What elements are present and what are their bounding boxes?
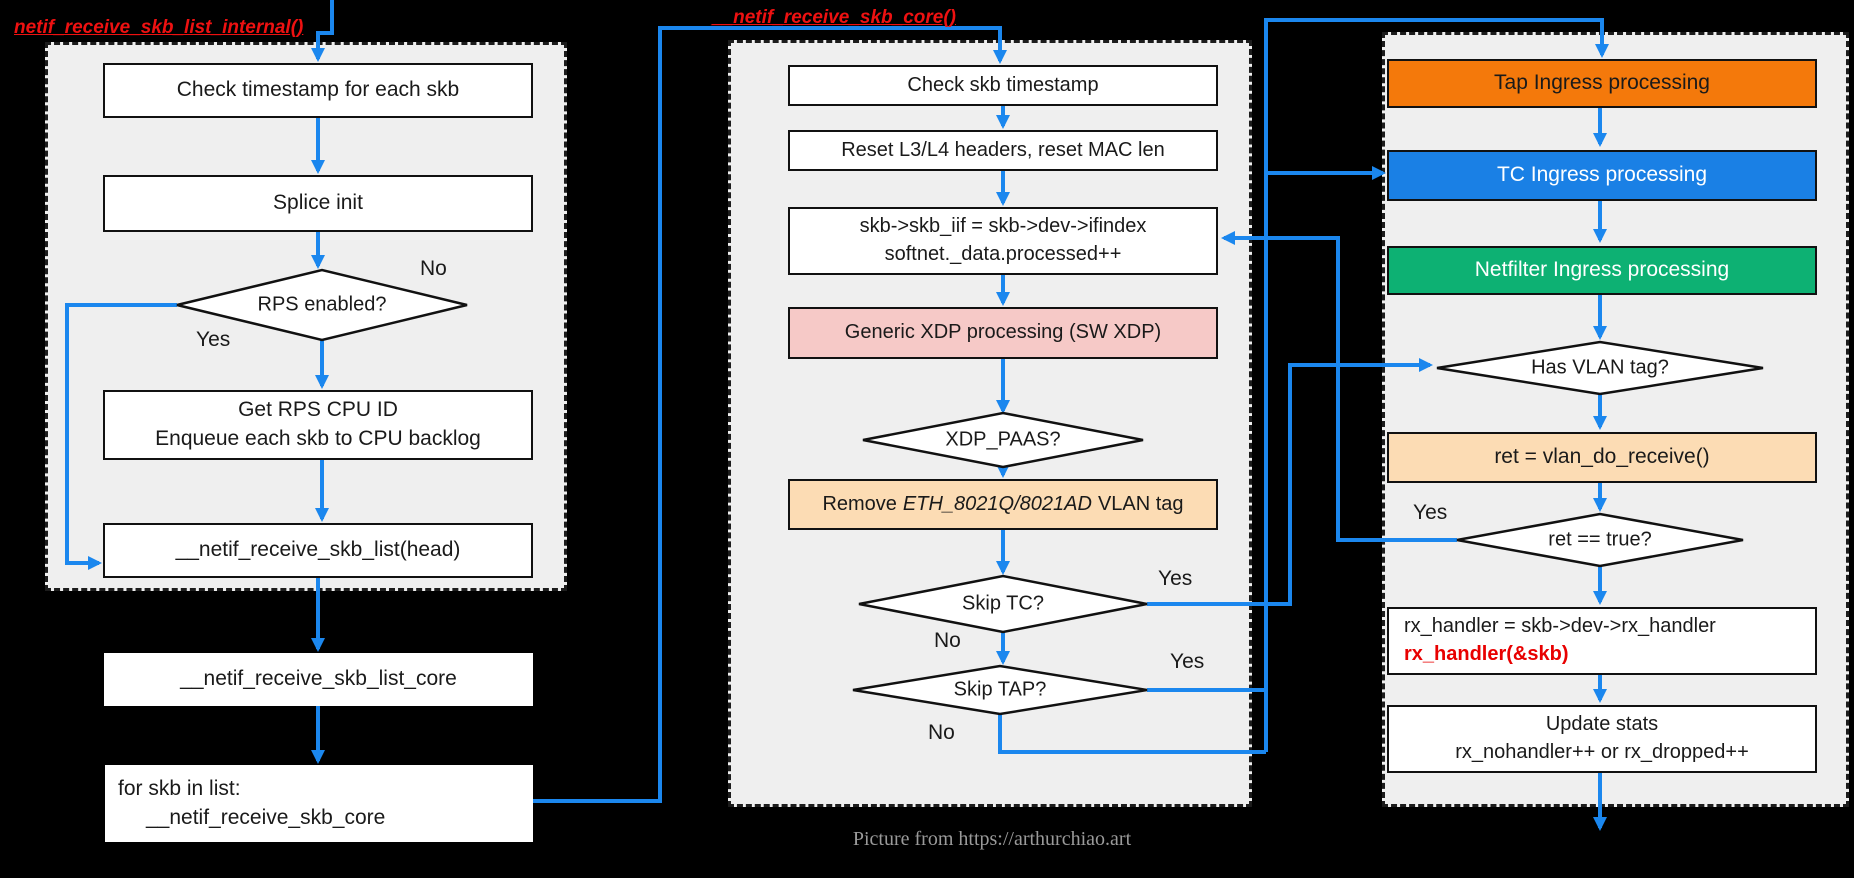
node-reset-headers: Reset L3/L4 headers, reset MAC len xyxy=(788,130,1218,171)
node-check-skb-timestamp: Check skb timestamp xyxy=(788,65,1218,106)
diamond-label-rps-enabled: RPS enabled? xyxy=(257,293,387,316)
edge-forskb-to-core xyxy=(533,26,1007,803)
fn-label-list-internal: netif_receive_skb_list_internal() xyxy=(14,17,304,38)
node-check-timestamp-each-skb: Check timestamp for each skb xyxy=(103,63,533,118)
node-label: __netif_receive_skb_list_core xyxy=(180,667,457,691)
diamond-label-xdp-paas: XDP_PAAS? xyxy=(945,428,1061,451)
node-label-line2: softnet._data.processed++ xyxy=(884,243,1122,265)
node-label-line1: Get RPS CPU ID xyxy=(238,398,398,422)
edge-rps-no-loop xyxy=(65,303,177,570)
edge-label-skiptap-no: No xyxy=(928,721,955,744)
node-label-line1: skb->skb_iif = skb->dev->ifindex xyxy=(859,215,1147,238)
diamond-skip-tap xyxy=(852,664,1148,716)
node-label-line1: Update stats xyxy=(1545,713,1659,736)
node-get-rps-cpu: Get RPS CPU ID Enqueue each skb to CPU b… xyxy=(103,390,533,460)
node-label: Remove ETH_8021Q/8021AD VLAN tag xyxy=(822,491,1183,519)
diamond-label-skip-tc: Skip TC? xyxy=(962,592,1044,615)
node-label-line2: Enqueue each skb to CPU backlog xyxy=(155,427,481,450)
edge-ret-true-loop xyxy=(1221,231,1457,542)
node-vlan-do-receive: ret = vlan_do_receive() xyxy=(1387,432,1817,483)
edge-label-rps-yes: Yes xyxy=(196,328,231,351)
diamond-label-skip-tap: Skip TAP? xyxy=(953,678,1047,701)
diamond-ret-true xyxy=(1456,512,1744,568)
node-tc-ingress: TC Ingress processing xyxy=(1387,150,1817,201)
edge-skiptap-no xyxy=(998,714,1266,754)
node-label: TC Ingress processing xyxy=(1496,163,1708,187)
node-label-line1: rx_handler = skb->dev->rx_handler xyxy=(1404,615,1716,638)
node-update-stats: Update stats rx_nohandler++ or rx_droppe… xyxy=(1387,705,1817,773)
edge-label-rettrue-yes: Yes xyxy=(1413,501,1448,524)
node-skb-iif: skb->skb_iif = skb->dev->ifindex softnet… xyxy=(788,207,1218,275)
credit-text: Picture from https://arthurchiao.art xyxy=(852,828,1132,850)
diamond-label-has-vlan: Has VLAN tag? xyxy=(1531,356,1669,379)
node-label: Check timestamp for each skb xyxy=(176,78,460,102)
edge-skiptc-yes xyxy=(1147,358,1433,606)
node-tap-ingress: Tap Ingress processing xyxy=(1387,59,1817,108)
node-label-line2: rx_handler(&skb) xyxy=(1404,643,1569,665)
edge-label-skiptap-yes: Yes xyxy=(1170,650,1205,673)
node-for-skb-in-list: for skb in list: __netif_receive_skb_cor… xyxy=(105,765,533,842)
diamond-rps-enabled xyxy=(176,268,468,342)
edge-entry-left xyxy=(311,0,334,62)
diamond-label-ret-true: ret == true? xyxy=(1548,528,1652,551)
node-netif-receive-skb-list-head: __netif_receive_skb_list(head) xyxy=(103,523,533,578)
edge-label-skiptc-no: No xyxy=(934,629,961,652)
node-label: Generic XDP processing (SW XDP) xyxy=(844,321,1162,344)
node-label: Tap Ingress processing xyxy=(1494,71,1710,95)
node-label: __netif_receive_skb_list(head) xyxy=(175,538,461,562)
diamond-xdp-paas xyxy=(862,411,1144,469)
node-label-line1: for skb in list: xyxy=(118,776,241,800)
node-label: Check skb timestamp xyxy=(907,73,1099,96)
edge-label-rps-no: No xyxy=(420,257,447,280)
fn-label-skb-core: __netif_receive_skb_core() xyxy=(712,7,956,28)
vlan-em: ETH_8021Q/8021AD xyxy=(902,492,1092,515)
vlan-pre: Remove xyxy=(822,492,897,515)
node-rx-handler: rx_handler = skb->dev->rx_handler rx_han… xyxy=(1387,607,1817,675)
edge-up-to-tap xyxy=(1264,18,1609,752)
node-label: ret = vlan_do_receive() xyxy=(1494,445,1710,469)
node-netif-receive-skb-list-core: __netif_receive_skb_list_core xyxy=(104,653,533,706)
diamond-has-vlan xyxy=(1436,340,1764,396)
node-label: Splice init xyxy=(273,191,363,215)
node-generic-xdp: Generic XDP processing (SW XDP) xyxy=(788,307,1218,359)
vlan-post: VLAN tag xyxy=(1097,492,1184,515)
node-splice-init: Splice init xyxy=(103,175,533,232)
node-label: Reset L3/L4 headers, reset MAC len xyxy=(841,138,1165,161)
node-netfilter-ingress: Netfilter Ingress processing xyxy=(1387,246,1817,295)
diamond-skip-tc xyxy=(858,574,1148,634)
edge-label-skiptc-yes: Yes xyxy=(1158,567,1193,590)
node-label-line2: __netif_receive_skb_core xyxy=(146,805,386,829)
node-label-line2: rx_nohandler++ or rx_dropped++ xyxy=(1455,741,1749,763)
node-label: Netfilter Ingress processing xyxy=(1474,258,1730,282)
node-remove-vlan-tag: Remove ETH_8021Q/8021AD VLAN tag xyxy=(788,479,1218,530)
